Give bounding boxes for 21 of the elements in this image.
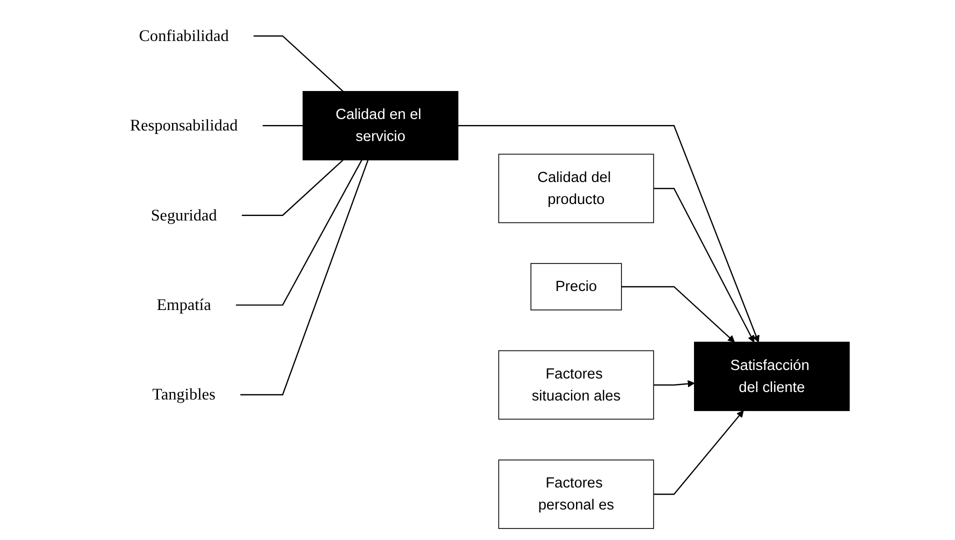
node-box: Calidad del producto (498, 154, 654, 224)
node-box: Precio (530, 263, 622, 310)
arrow (654, 410, 744, 495)
arrow (654, 188, 754, 342)
node-text: Confiabilidad (139, 27, 229, 45)
connector (253, 35, 344, 92)
node-box: Calidad en el servicio (302, 91, 458, 160)
arrow (654, 380, 695, 388)
connector (262, 125, 304, 126)
node-box: Satisfacción del cliente (694, 342, 850, 412)
node-box: Factores situacion ales (498, 350, 654, 420)
node-text: Seguridad (150, 206, 218, 224)
connector (242, 159, 344, 216)
arrow (458, 125, 760, 342)
node-text: Tangibles (152, 386, 216, 404)
node-text: Empatía (156, 296, 212, 314)
arrow (622, 286, 735, 342)
connector (240, 160, 369, 396)
node-box: Factores personal es (498, 460, 654, 529)
node-text: Responsabilidad (130, 116, 238, 135)
connector (236, 160, 362, 306)
